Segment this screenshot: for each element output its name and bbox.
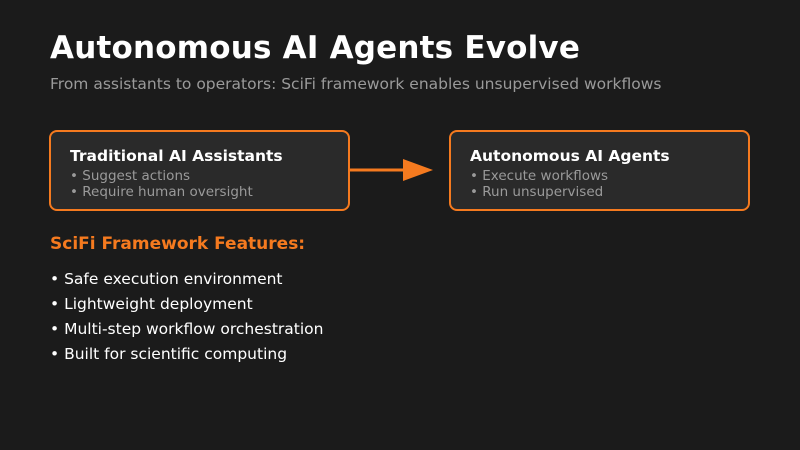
page-subtitle: From assistants to operators: SciFi fram…: [50, 75, 662, 93]
feature-item: • Built for scientific computing: [50, 345, 288, 363]
box-title: Autonomous AI Agents: [470, 147, 670, 165]
box-item: • Require human oversight: [70, 183, 253, 200]
autonomous-agents-box: Autonomous AI Agents • Execute workflows…: [449, 130, 750, 211]
features-heading: SciFi Framework Features:: [50, 234, 306, 254]
features-list: • Safe execution environment • Lightweig…: [50, 270, 323, 370]
traditional-assistants-box: Traditional AI Assistants • Suggest acti…: [49, 130, 350, 211]
box-items: • Suggest actions • Require human oversi…: [70, 168, 253, 200]
box-item: • Suggest actions: [70, 168, 191, 184]
box-title: Traditional AI Assistants: [70, 147, 283, 165]
box-items: • Execute workflows • Run unsupervised: [470, 168, 609, 200]
feature-item: • Safe execution environment: [50, 270, 283, 288]
page-title: Autonomous AI Agents Evolve: [50, 30, 581, 66]
feature-item: • Lightweight deployment: [50, 295, 253, 313]
box-item: • Execute workflows: [470, 168, 609, 184]
arrow-right-icon: [350, 159, 433, 181]
feature-item: • Multi-step workflow orchestration: [50, 320, 324, 338]
box-item: • Run unsupervised: [470, 183, 604, 200]
